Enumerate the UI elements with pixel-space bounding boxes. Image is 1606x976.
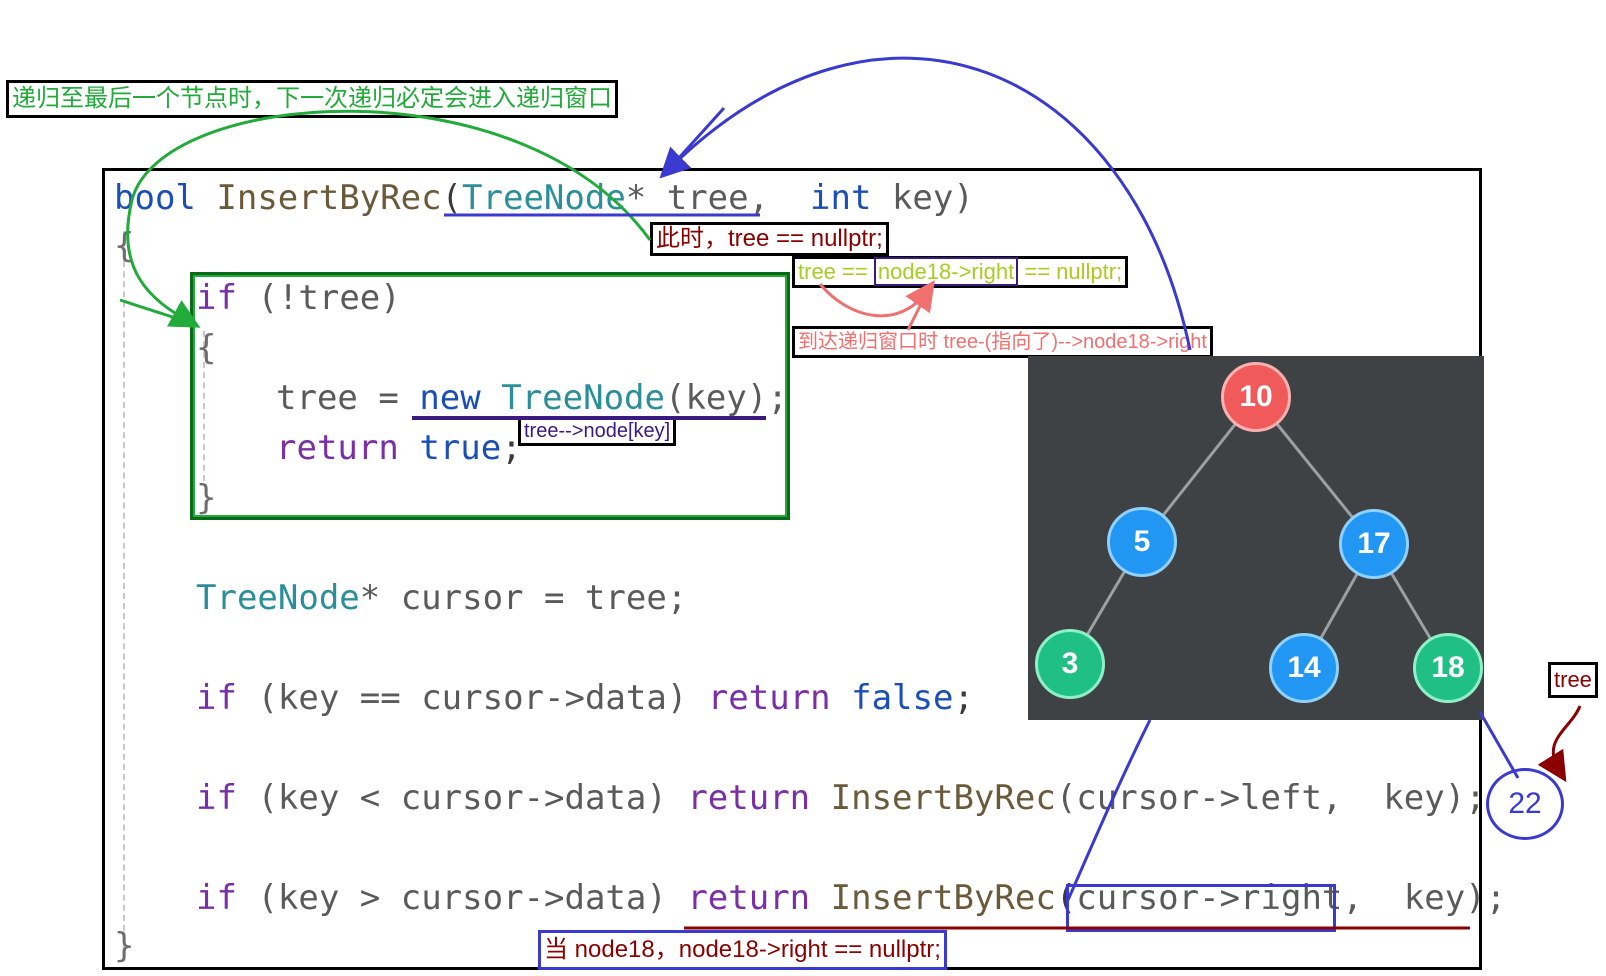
tree-node-10: 10 <box>1221 362 1291 432</box>
blue-arrow-head-extra <box>666 106 726 172</box>
tree-pointer-label: tree <box>1548 662 1598 698</box>
tree-diagram-panel: 10 5 17 3 14 18 <box>1028 356 1484 720</box>
code-line-open-brace: { <box>114 226 135 266</box>
blue-line-22 <box>1478 711 1520 779</box>
tree-equals-prefix: tree == <box>798 259 868 284</box>
code-line-if-less: if (key < cursor->data) return InsertByR… <box>196 778 1486 818</box>
tree-equals-note: tree == node18->right == nullptr; <box>792 256 1129 288</box>
indent-guide-inner <box>203 331 205 481</box>
tree-node-14: 14 <box>1269 633 1339 703</box>
indent-guide <box>123 231 125 951</box>
tree-equals-suffix: == nullptr; <box>1024 259 1123 284</box>
reach-window-note: 到达递归窗口时 tree-(指向了)-->node18->right <box>792 326 1213 358</box>
if-block-highlight-box <box>190 272 790 520</box>
code-line-new-node: tree = new TreeNode(key); <box>276 378 788 418</box>
cursor-right-highlight-box <box>1066 884 1336 932</box>
tree-node-5: 5 <box>1107 507 1177 577</box>
code-line-inner-open: { <box>196 328 217 368</box>
tree-node-17: 17 <box>1339 509 1409 579</box>
darkred-arrow <box>1537 705 1582 783</box>
code-line-inner-close: } <box>196 478 217 518</box>
code-line-cursor: TreeNode* cursor = tree; <box>196 578 688 618</box>
code-line-signature: bool InsertByRec(TreeNode* tree, int key… <box>114 178 974 218</box>
tree-nullptr-note: 此时，tree == nullptr; <box>650 222 889 256</box>
code-line-return-true: return true; <box>276 428 522 468</box>
tree-node-3: 3 <box>1035 629 1105 699</box>
node18-right-note: 当 node18，node18->right == nullptr; <box>538 930 947 970</box>
new-node-22: 22 <box>1486 768 1564 840</box>
tree-node-18: 18 <box>1413 633 1483 703</box>
recursion-window-note: 递归至最后一个节点时，下一次递归必定会进入递归窗口 <box>6 80 618 118</box>
code-line-close-brace: } <box>114 926 135 966</box>
tree-equals-node-box: node18->right <box>873 257 1019 286</box>
code-line-if-equal: if (key == cursor->data) return false; <box>196 678 974 718</box>
tree-node-key-note: tree-->node[key] <box>518 416 677 446</box>
